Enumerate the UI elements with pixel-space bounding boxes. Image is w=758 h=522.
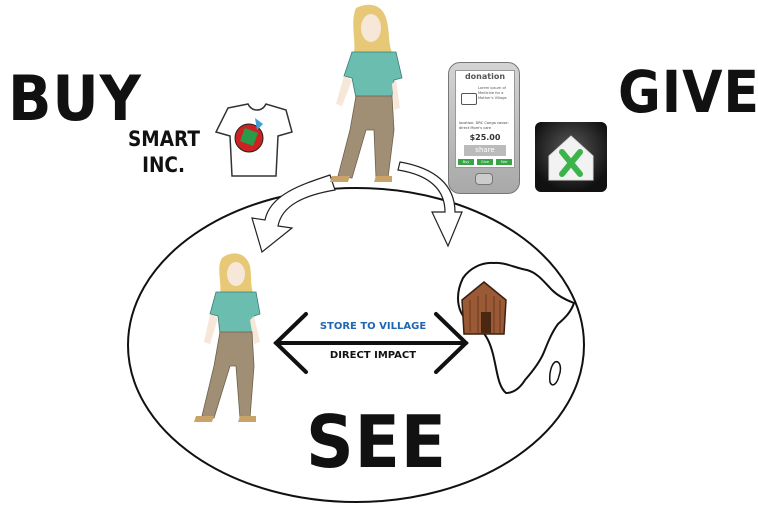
curved-arrow-icon [251,174,336,254]
phone-amount: $25.00 [469,133,501,142]
company-line-1: SMART [128,127,201,151]
see-ellipse [127,187,585,503]
hut-icon [461,281,507,335]
store-to-village-label: STORE TO VILLAGE [319,321,427,332]
phone-screen: donation Lorem ipsum of Medicine for a M… [455,70,515,168]
double-arrow-icon [273,312,469,374]
direct-impact-label: DIRECT IMPACT [329,350,417,361]
company-line-2: INC. [142,153,186,177]
home-x-glyph [548,135,594,181]
phone-description: Lorem ipsum of Medicine for a Mother's V… [478,86,507,100]
curved-arrow-icon [397,161,463,248]
phone-buy-button[interactable]: Buy [458,159,474,165]
phone-see-button[interactable]: See [496,159,512,165]
t-shirt-icon [214,103,293,177]
woman-figure-top [330,4,403,182]
phone-location: location: DRC Congo cause: direct Mom's … [459,121,509,130]
give-heading: GIVE [618,58,758,126]
phone-home-button [475,173,493,185]
phone-give-button[interactable]: Give [477,159,493,165]
buy-heading: BUY [8,62,142,135]
phone-title: donation [464,72,506,81]
home-x-icon [535,122,607,192]
madagascar-shape [549,360,562,386]
woman-figure-inside [194,253,261,422]
phone-share-button[interactable]: share [464,145,506,156]
see-heading: SEE [306,400,447,484]
camera-icon [461,93,477,105]
phone-icon: donation Lorem ipsum of Medicine for a M… [448,62,520,194]
phone-button-row: Buy Give See [458,159,512,165]
company-label: SMART INC. [128,126,200,178]
